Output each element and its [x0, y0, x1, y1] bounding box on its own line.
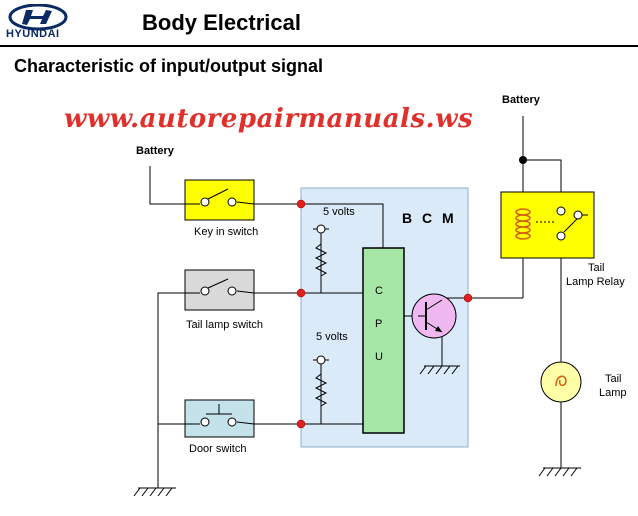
page-subtitle: Characteristic of input/output signal — [14, 56, 324, 76]
watermark-text: www.autorepairmanuals.ws — [64, 104, 474, 134]
wiring — [149, 116, 562, 488]
key-in-switch-box — [184, 179, 255, 221]
page-title: Body Electrical — [142, 10, 301, 35]
cpu-label-u: U — [375, 351, 383, 363]
ground-left-icon — [133, 487, 176, 497]
cpu-box — [362, 247, 405, 434]
cpu-label-c: C — [375, 285, 383, 297]
tail-lamp-relay-box — [500, 191, 595, 259]
hyundai-logo-icon — [8, 4, 68, 31]
resistor-top-icon — [314, 224, 328, 277]
volts-bottom-label: 5 volts — [316, 331, 348, 343]
brand-name: HYUNDAI — [6, 28, 60, 40]
tail-lamp-switch-box — [184, 269, 255, 311]
push-switch-icon — [185, 404, 255, 427]
header-divider — [0, 45, 638, 47]
door-switch-label: Door switch — [189, 443, 246, 455]
lamp-label-line1: Tail — [605, 373, 622, 385]
junction-dots — [296, 199, 473, 429]
tail-lamp-icon — [540, 361, 582, 403]
bcm-label: B C M — [402, 210, 457, 226]
battery-left-label: Battery — [136, 145, 175, 157]
relay-label-line2: Lamp Relay — [566, 276, 625, 288]
volts-top-label: 5 volts — [323, 206, 355, 218]
switch-open-icon — [185, 278, 255, 296]
junction-dot-black — [519, 156, 527, 164]
key-in-switch-label: Key in switch — [194, 226, 258, 238]
ground-transistor-icon — [419, 365, 460, 375]
cpu-label-p: P — [375, 318, 382, 330]
switch-open-icon — [185, 188, 255, 207]
tail-lamp-switch-label: Tail lamp switch — [186, 319, 263, 331]
ground-right-icon — [538, 467, 581, 477]
relay-contact-icon — [536, 206, 588, 241]
resistor-bottom-icon — [314, 355, 328, 407]
relay-label-line1: Tail — [588, 262, 605, 274]
battery-right-label: Battery — [502, 94, 541, 106]
lamp-label-line2: Lamp — [599, 387, 627, 399]
transistor-icon — [411, 293, 457, 339]
relay-coil-icon — [515, 208, 531, 240]
